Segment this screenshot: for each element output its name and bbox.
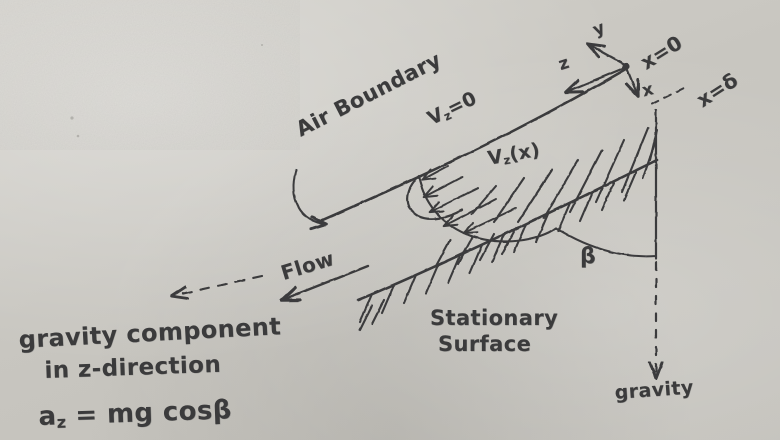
velocity-profile-arrows [422, 165, 517, 233]
axis-z-arrow [566, 66, 626, 92]
axis-x-arrow [627, 67, 638, 96]
coordinate-axes [566, 44, 638, 96]
x-delta-dashed-leader [651, 85, 689, 105]
air-boundary-line [316, 66, 630, 224]
label-stationary-surface: Stationary Surface [430, 306, 558, 357]
air-boundary-curved-arrow [292, 168, 326, 224]
gravity-component-dashed-arrow [172, 274, 264, 296]
beta-angle-arc [555, 227, 657, 258]
stationary-surface-hatching-lower [358, 298, 386, 332]
stationary-surface-hatching [358, 170, 638, 324]
label-stationary-surface-line1: Stationary [430, 306, 559, 330]
label-stationary-surface-line2: Surface [438, 331, 532, 356]
flow-arrow [282, 264, 370, 300]
velocity-profile-envelope [417, 176, 558, 243]
film-region-hatching [470, 126, 659, 224]
label-beta-angle: β [580, 244, 597, 269]
film-underside-hatching [434, 226, 518, 268]
axis-y-arrow [588, 44, 626, 66]
stationary-surface-line [356, 158, 659, 302]
